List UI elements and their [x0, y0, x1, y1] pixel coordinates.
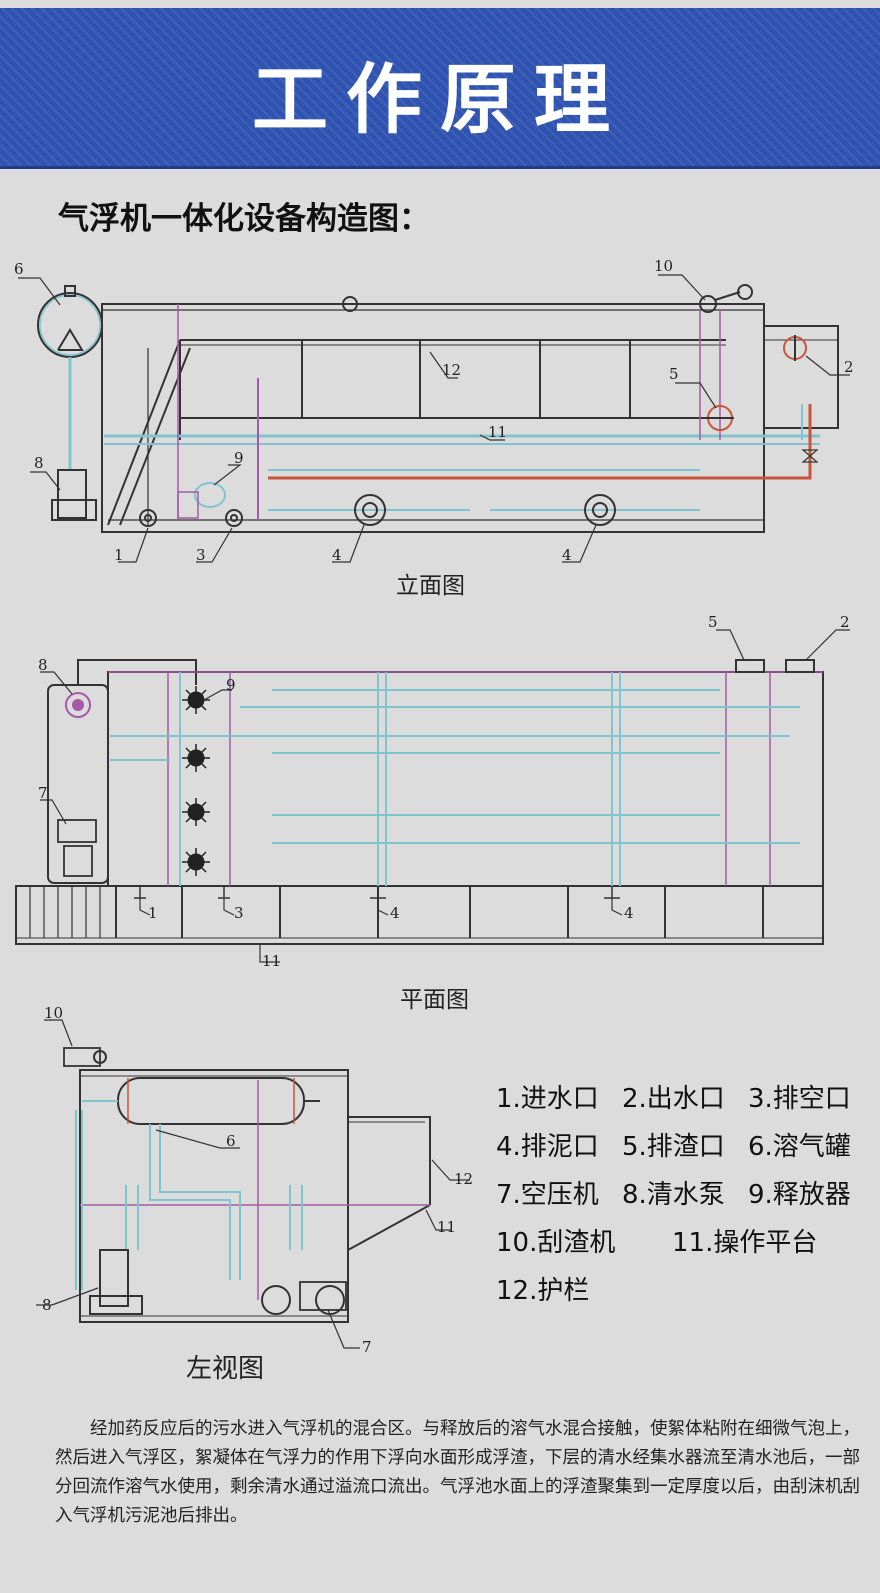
callout-10: 10	[44, 1004, 63, 1022]
callout-3: 3	[234, 904, 244, 922]
elevation-tank	[101, 303, 765, 533]
callout-8: 8	[38, 656, 48, 674]
callout-8: 8	[34, 454, 44, 472]
callout-2: 2	[840, 613, 850, 631]
plan-callouts: 5 2 8 9 7 1 3 4 4 11	[38, 613, 850, 970]
elevation-view	[18, 274, 850, 563]
elevation-drains	[139, 494, 616, 527]
callout-1: 1	[148, 904, 158, 922]
callout-5: 5	[708, 613, 718, 631]
plan-caption: 平面图	[400, 987, 469, 1013]
callout-4a: 4	[390, 904, 400, 922]
callout-11: 11	[262, 952, 281, 970]
legend-item: 4.排泥口	[496, 1132, 599, 1162]
callout-12: 12	[454, 1170, 473, 1188]
plan-tank	[107, 671, 824, 887]
callout-9: 9	[234, 449, 244, 467]
banner-title: 工作原理	[252, 55, 628, 144]
description-paragraph: 经加药反应后的污水进入气浮机的混合区。与释放后的溶气水混合接触，使絮体粘附在细微…	[55, 1419, 860, 1526]
legend-item: 5.排渣口	[622, 1132, 725, 1162]
legend-item: 7.空压机	[496, 1180, 599, 1210]
legend-item: 6.溶气罐	[748, 1132, 851, 1162]
side-caption: 左视图	[186, 1354, 265, 1384]
elevation-caption: 立面图	[396, 573, 465, 599]
plan-releasers	[187, 691, 205, 871]
legend-item: 8.清水泵	[622, 1180, 725, 1210]
callout-6: 6	[14, 260, 24, 278]
side-tank	[79, 1069, 349, 1323]
legend-item: 9.释放器	[748, 1180, 851, 1210]
callout-4b: 4	[624, 904, 634, 922]
legend-item: 1.进水口	[496, 1084, 599, 1114]
callout-4a: 4	[332, 546, 342, 564]
callout-5: 5	[669, 365, 679, 383]
callout-3: 3	[196, 546, 206, 564]
callout-6: 6	[226, 1132, 236, 1150]
side-view	[36, 1019, 470, 1349]
title-banner: 工作原理	[0, 8, 880, 169]
legend-item: 2.出水口	[622, 1084, 725, 1114]
callout-4b: 4	[562, 546, 572, 564]
callout-2: 2	[844, 358, 854, 376]
callout-10: 10	[654, 257, 673, 275]
legend-item: 10.刮渣机	[496, 1228, 616, 1258]
legend-item: 3.排空口	[748, 1084, 851, 1114]
side-callouts: 10 6 12 11 8 7	[42, 1004, 473, 1356]
callout-9: 9	[226, 676, 236, 694]
section-heading: 气浮机一体化设备构造图：	[58, 201, 430, 237]
legend-item: 12.护栏	[496, 1276, 590, 1306]
callout-7: 7	[38, 784, 48, 802]
callout-12: 12	[442, 361, 461, 379]
plan-view	[15, 629, 850, 963]
callout-1: 1	[114, 546, 124, 564]
legend-item: 11.操作平台	[672, 1228, 818, 1258]
callout-11: 11	[437, 1218, 456, 1236]
callout-8: 8	[42, 1296, 52, 1314]
callout-11: 11	[488, 423, 507, 441]
elevation-callouts: 6 10 12 5 2 11 9 8 1 3 4 4	[14, 257, 854, 564]
callout-7: 7	[362, 1338, 372, 1356]
